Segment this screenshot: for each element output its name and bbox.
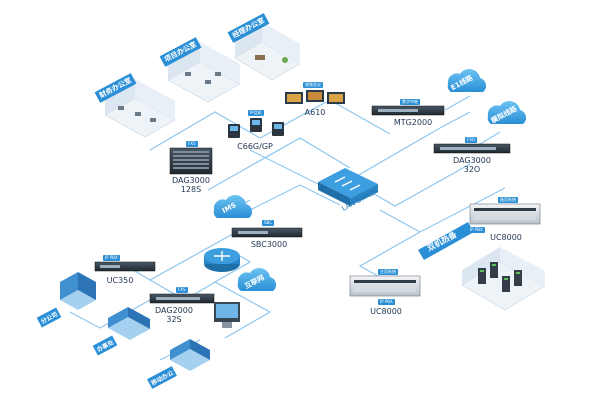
dag2000-32s-label-1: DAG2000 bbox=[155, 306, 193, 315]
lan-switch-device bbox=[318, 168, 378, 206]
a610-video-conference bbox=[285, 90, 345, 104]
dag3000-32o-device bbox=[433, 143, 511, 154]
link-e1 bbox=[444, 95, 471, 111]
uc350-device bbox=[94, 261, 156, 272]
uc8000-standby-server bbox=[469, 203, 541, 225]
router-device bbox=[204, 248, 240, 272]
link-pc bbox=[214, 281, 272, 339]
a610-tag: 视频会议 bbox=[303, 82, 323, 88]
dag3000-32o-tag: FXO bbox=[465, 137, 477, 143]
c66g-label: C66G/GP bbox=[237, 142, 273, 151]
dag2000-32s-device bbox=[149, 293, 215, 304]
c66g-ip-phones bbox=[228, 118, 284, 138]
hot-standby-ribbon bbox=[418, 222, 474, 260]
uc8000-ippbx-tag: IP PBX bbox=[468, 227, 485, 233]
branch-company-building bbox=[60, 272, 96, 310]
sbc3000-device bbox=[231, 227, 303, 238]
uc8000-main-ippbx-tag: IP PBX bbox=[378, 299, 395, 305]
analog-cloud bbox=[487, 101, 527, 124]
ims-cloud bbox=[213, 195, 253, 218]
link-branch bbox=[69, 299, 151, 329]
a610-label: A610 bbox=[304, 108, 326, 117]
manager-office-room bbox=[234, 22, 301, 81]
office-building bbox=[108, 307, 150, 340]
dag3000-128s-device bbox=[169, 147, 213, 175]
mtg2000-label: MTG2000 bbox=[393, 118, 433, 127]
dag2000-32s-label-2: 32S bbox=[166, 315, 182, 324]
link-uc8000-main bbox=[358, 231, 421, 281]
mobile-office-building bbox=[170, 339, 210, 371]
link-dag3000-128s bbox=[207, 137, 351, 191]
c66g-tag: IP话机 bbox=[248, 110, 264, 116]
sbc3000-label: SBC3000 bbox=[250, 240, 288, 249]
link-sbc3000 bbox=[239, 184, 341, 216]
dag3000-128s-label-2: 128S bbox=[180, 185, 202, 194]
dag3000-32o-label-1: DAG3000 bbox=[453, 156, 491, 165]
uc350-tag: IP PBX bbox=[103, 255, 120, 261]
data-center-room bbox=[461, 247, 546, 311]
dag3000-128s-tag: FXS bbox=[186, 141, 198, 147]
uc8000-standby-label: UC8000 bbox=[490, 233, 522, 242]
uc8000-standby-tag: 备用系统 bbox=[498, 197, 518, 203]
mtg2000-device bbox=[371, 105, 445, 116]
uc8000-main-tag: 主用系统 bbox=[378, 269, 398, 275]
uc8000-main-label: UC8000 bbox=[370, 307, 402, 316]
link-offices bbox=[149, 111, 261, 151]
dag2000-32s-tag: FXS bbox=[176, 287, 188, 293]
uc8000-main-server bbox=[349, 275, 421, 297]
dag3000-128s-label-1: DAG3000 bbox=[172, 176, 210, 185]
desktop-pc bbox=[214, 302, 240, 328]
internet-cloud bbox=[237, 268, 277, 291]
dag3000-32o-label-2: 32O bbox=[463, 165, 481, 174]
link-mtg2000 bbox=[349, 111, 471, 181]
e1-cloud bbox=[447, 69, 487, 92]
uc350-label: UC350 bbox=[106, 276, 134, 285]
mtg2000-tag: 数字中继 bbox=[400, 99, 420, 105]
sbc3000-tag: SBC bbox=[262, 220, 275, 226]
